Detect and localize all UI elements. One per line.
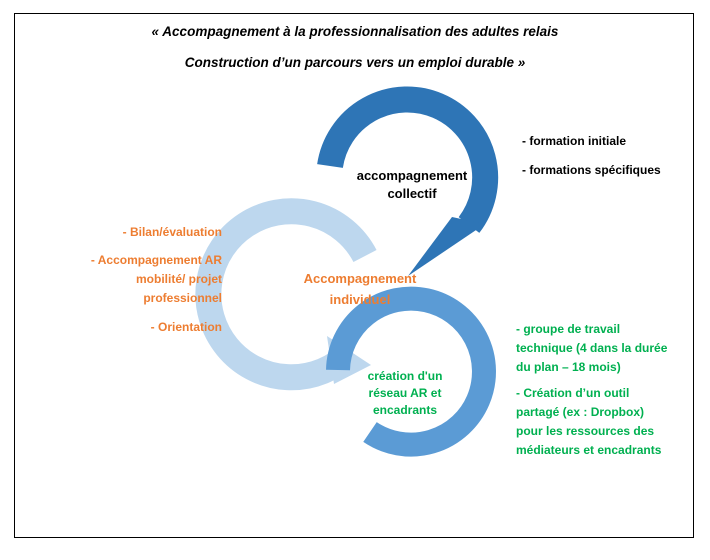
right-bottom-item-outil: - Création d’un outil partagé (ex : Drop… (516, 384, 661, 460)
right-bottom-item-groupe: - groupe de travail technique (4 dans la… (516, 320, 667, 377)
outil-line3: pour les ressources des (516, 424, 655, 438)
right-top-item-1: - formation initiale (522, 134, 627, 148)
top-cycle-arrow (317, 86, 499, 276)
outil-line2: partagé (ex : Dropbox) (516, 405, 645, 419)
left-item-orientation: - Orientation (150, 320, 222, 334)
bottom-circle-label-line1: création d'un (367, 369, 443, 383)
left-item-accompagnement-line1: - Accompagnement AR (90, 253, 222, 267)
middle-circle-label-line2: individuel (329, 292, 391, 307)
top-circle-label-line1: accompagnement (356, 168, 468, 183)
groupe-line2: technique (4 dans la durée (516, 341, 668, 355)
title-line-2: Construction d’un parcours vers un emplo… (184, 55, 526, 70)
left-item-bilan: - Bilan/évaluation (122, 225, 222, 239)
bottom-circle-label-line2: réseau AR et (368, 386, 442, 400)
top-circle-label-line2: collectif (387, 186, 437, 201)
title-line-1: « Accompagnement à la professionnalisati… (151, 24, 559, 39)
right-top-item-2: - formations spécifiques (522, 163, 661, 177)
left-item-accompagnement-line2: mobilité/ projet (135, 272, 222, 286)
outil-line4: médiateurs et encadrants (516, 443, 662, 457)
bottom-circle-label-line3: encadrants (372, 403, 438, 417)
middle-circle-label-line1: Accompagnement (303, 271, 417, 286)
outil-line1: - Création d’un outil (516, 386, 630, 400)
groupe-line1: - groupe de travail (516, 322, 621, 336)
left-item-accompagnement-line3: professionnel (143, 291, 222, 305)
diagram-frame (14, 13, 694, 538)
left-item-accompagnement: - Accompagnement AR mobilité/ projet pro… (40, 251, 222, 308)
bottom-cycle-arrow (326, 286, 496, 457)
groupe-line3: du plan – 18 mois) (516, 360, 621, 374)
